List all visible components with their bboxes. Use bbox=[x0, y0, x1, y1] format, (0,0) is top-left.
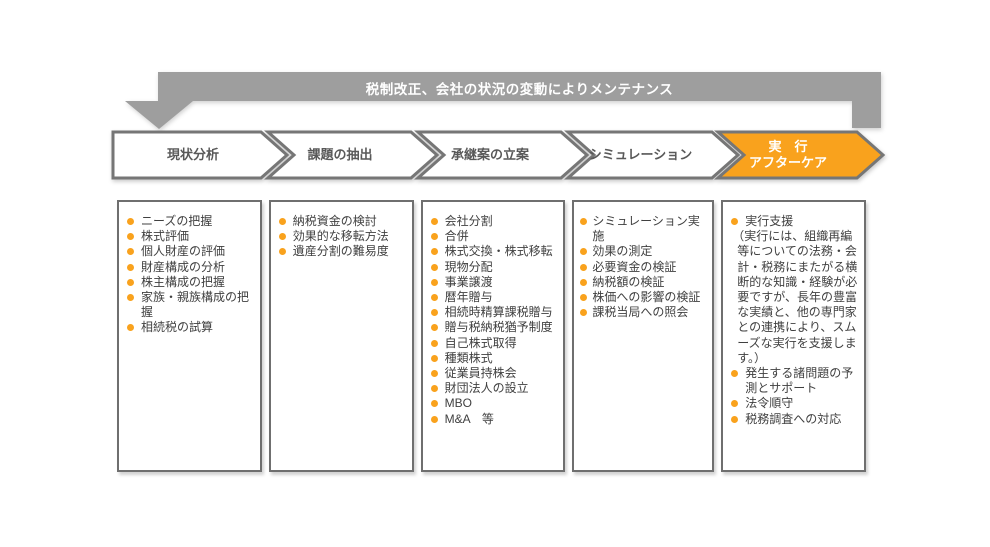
bullet-icon bbox=[430, 233, 438, 241]
list-item: 自己株式取得 bbox=[428, 336, 560, 351]
list-item: 事業譲渡 bbox=[428, 275, 560, 290]
list-item: 財団法人の設立 bbox=[428, 381, 560, 396]
bullet-icon bbox=[430, 385, 438, 393]
maintenance-loop-arrow bbox=[125, 72, 881, 129]
list-item: 贈与税納税猶予制度 bbox=[428, 320, 560, 335]
step-detail-boxes: ニーズの把握株式評価個人財産の評価財産構成の分析株主構成の把握家族・親族構成の把… bbox=[117, 200, 866, 472]
list-item: 株式交換・株式移転 bbox=[428, 244, 560, 259]
maintenance-banner-label: 税制改正、会社の状況の変動によりメンテナンス bbox=[365, 81, 674, 97]
down-arrowhead-icon bbox=[125, 101, 193, 129]
bullet-icon bbox=[731, 370, 739, 378]
list-item: 効果の測定 bbox=[579, 244, 711, 259]
bullet-icon bbox=[580, 248, 588, 256]
loop-arrow-bar bbox=[158, 72, 881, 101]
list-item: 株主構成の把握 bbox=[124, 275, 256, 290]
item-list: 実行支援（実行には、組織再編等についての法務・会計・税務にまたがる横断的な知識・… bbox=[728, 214, 860, 427]
bullet-icon bbox=[430, 400, 438, 408]
bullet-icon bbox=[580, 218, 588, 225]
bullet-icon bbox=[430, 309, 438, 317]
bullet-icon bbox=[430, 263, 438, 271]
list-item: ニーズの把握 bbox=[124, 214, 256, 229]
item-list: 会社分割合併株式交換・株式移転現物分配事業譲渡暦年贈与相続時精算課税贈与贈与税納… bbox=[428, 214, 560, 427]
item-list: シミュレーション実施効果の測定必要資金の検証納税額の検証株価への影響の検証課税当… bbox=[579, 214, 711, 320]
process-chevron-band bbox=[111, 130, 886, 180]
list-item: 遺産分割の難易度 bbox=[276, 244, 408, 259]
list-item: 必要資金の検証 bbox=[579, 260, 711, 275]
bullet-icon bbox=[127, 278, 134, 286]
list-item: 個人財産の評価 bbox=[124, 244, 256, 259]
list-item: 会社分割 bbox=[428, 214, 560, 229]
bullet-icon bbox=[278, 233, 286, 241]
list-item: 法令順守 bbox=[728, 396, 860, 411]
bullet-icon bbox=[127, 218, 134, 225]
bullet-icon bbox=[430, 370, 438, 378]
item-list: 納税資金の検討効果的な移転方法遺産分割の難易度 bbox=[276, 214, 408, 260]
bullet-icon bbox=[580, 294, 588, 302]
list-item: 効果的な移転方法 bbox=[276, 229, 408, 244]
bullet-icon bbox=[430, 324, 438, 332]
bullet-icon bbox=[430, 248, 438, 256]
bullet-icon bbox=[278, 248, 286, 256]
chevron-step-5 bbox=[714, 130, 886, 180]
detail-box-execution-aftercare: 実行支援（実行には、組織再編等についての法務・会計・税務にまたがる横断的な知識・… bbox=[721, 200, 866, 472]
bullet-icon bbox=[127, 248, 134, 256]
list-item: 実行支援 bbox=[728, 214, 860, 229]
bullet-icon bbox=[430, 415, 438, 423]
list-item: 株式評価 bbox=[124, 229, 256, 244]
bullet-icon bbox=[127, 294, 134, 302]
list-item: 財産構成の分析 bbox=[124, 260, 256, 275]
bullet-icon bbox=[731, 415, 739, 423]
list-item: 課税当局への照会 bbox=[579, 305, 711, 320]
bullet-icon bbox=[430, 339, 438, 347]
list-item: M&A 等 bbox=[428, 412, 560, 427]
detail-box-current-analysis: ニーズの把握株式評価個人財産の評価財産構成の分析株主構成の把握家族・親族構成の把… bbox=[117, 200, 262, 472]
bullet-icon bbox=[278, 218, 286, 225]
bullet-icon bbox=[430, 354, 438, 362]
list-item: シミュレーション実施 bbox=[579, 214, 711, 244]
note-text: （実行には、組織再編等についての法務・会計・税務にまたがる横断的な知識・経験が必… bbox=[732, 229, 858, 365]
list-item: 相続時精算課税贈与 bbox=[428, 305, 560, 320]
list-item: 納税資金の検討 bbox=[276, 214, 408, 229]
detail-box-simulation: シミュレーション実施効果の測定必要資金の検証納税額の検証株価への影響の検証課税当… bbox=[572, 200, 715, 472]
list-item: 家族・親族構成の把握 bbox=[124, 290, 256, 320]
list-item: 税務調査への対応 bbox=[728, 412, 860, 427]
list-item: 相続税の試算 bbox=[124, 320, 256, 335]
bullet-icon bbox=[127, 233, 134, 241]
list-item: 暦年贈与 bbox=[428, 290, 560, 305]
list-item: 現物分配 bbox=[428, 260, 560, 275]
bullet-icon bbox=[580, 309, 588, 317]
bullet-icon bbox=[731, 218, 739, 225]
bullet-icon bbox=[430, 294, 438, 302]
list-item: 種類株式 bbox=[428, 351, 560, 366]
bullet-icon bbox=[127, 263, 134, 271]
detail-box-issue-extraction: 納税資金の検討効果的な移転方法遺産分割の難易度 bbox=[268, 200, 414, 472]
loop-arrow-right-stub bbox=[852, 100, 881, 128]
list-item: MBO bbox=[428, 396, 560, 411]
list-item: 従業員持株会 bbox=[428, 366, 560, 381]
bullet-icon bbox=[127, 324, 134, 332]
list-item: 株価への影響の検証 bbox=[579, 290, 711, 305]
item-list: ニーズの把握株式評価個人財産の評価財産構成の分析株主構成の把握家族・親族構成の把… bbox=[124, 214, 256, 336]
chevron-step-2 bbox=[264, 130, 440, 180]
bullet-icon bbox=[580, 278, 588, 286]
bullet-icon bbox=[430, 218, 438, 225]
bullet-icon bbox=[430, 278, 438, 286]
list-item: 納税額の検証 bbox=[579, 275, 711, 290]
chevron-step-1 bbox=[111, 130, 290, 180]
detail-box-succession-plan: 会社分割合併株式交換・株式移転現物分配事業譲渡暦年贈与相続時精算課税贈与贈与税納… bbox=[420, 200, 566, 472]
chevron-step-4 bbox=[564, 130, 741, 180]
chevron-step-3 bbox=[414, 130, 590, 180]
list-item: 合併 bbox=[428, 229, 560, 244]
bullet-icon bbox=[731, 400, 739, 408]
list-item: 発生する諸問題の予測とサポート bbox=[728, 366, 860, 396]
bullet-icon bbox=[580, 263, 588, 271]
